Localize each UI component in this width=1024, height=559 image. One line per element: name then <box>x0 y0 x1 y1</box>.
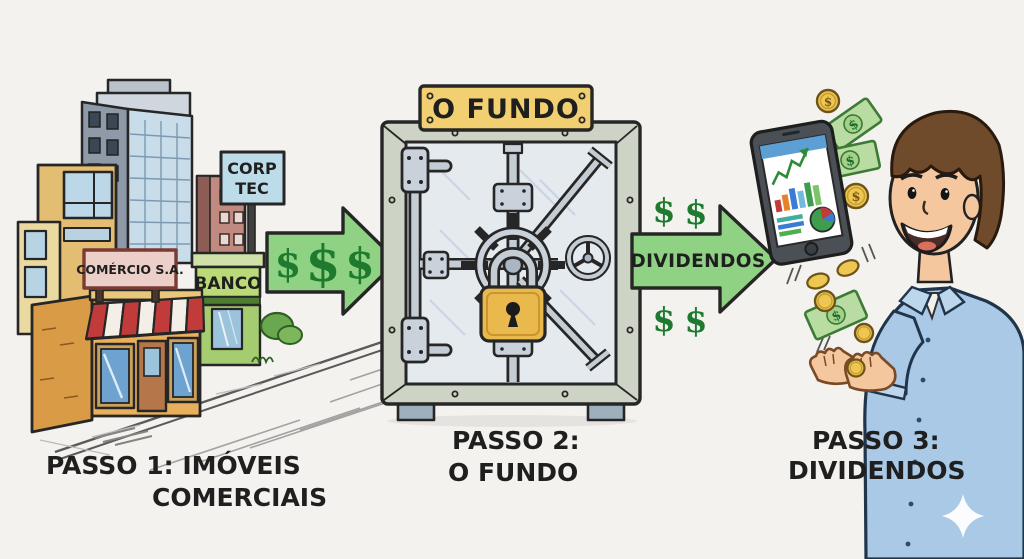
step-labels: PASSO 1: IMÓVEIS COMERCIAIS PASSO 2: O F… <box>46 426 965 512</box>
eye <box>940 188 950 200</box>
comercio-sign-label: COMÉRCIO S.A. <box>76 262 184 277</box>
money-rain: $ $ $ $ <box>749 88 883 353</box>
shirt-buttons <box>905 337 931 547</box>
coin-icon: $ <box>815 88 841 114</box>
tongue <box>918 241 936 251</box>
smartphone <box>749 119 854 266</box>
corp-tec-line2: TEC <box>235 179 269 198</box>
banco-building: BANCO <box>190 251 266 367</box>
ear <box>962 193 982 221</box>
sparkle-watermark <box>942 494 984 538</box>
arrow-dividends: DIVIDENDOS $ $ $ $ <box>630 191 778 340</box>
banknote: $ <box>823 97 883 151</box>
dollar-icon: $ <box>275 241 301 286</box>
arrow-money-in: $ $ $ <box>265 206 399 316</box>
awning <box>84 295 206 341</box>
eye <box>907 187 917 199</box>
collar <box>898 285 933 316</box>
investor <box>808 109 1024 559</box>
padlock-icon <box>479 247 547 343</box>
eyebrow <box>899 173 923 181</box>
banco-sign-label: BANCO <box>194 274 261 294</box>
phone-chart <box>771 147 836 237</box>
eyebrow <box>935 173 958 180</box>
head <box>888 109 1006 256</box>
step1-label-line1: PASSO 1: IMÓVEIS <box>46 450 301 480</box>
teeth <box>905 226 948 239</box>
coin-icon <box>846 358 866 378</box>
motion-lines <box>786 243 876 353</box>
corp-tec-sign: CORP TEC <box>219 150 286 271</box>
dollar-icon: $ <box>685 301 708 340</box>
dollar-icon: $ <box>306 234 341 293</box>
step2-label-line2: O FUNDO <box>448 458 578 487</box>
corp-tec-line1: CORP <box>227 159 277 178</box>
coin-icon <box>813 289 875 344</box>
step3-label-line1: PASSO 3: <box>812 426 940 455</box>
step3-label-line2: DIVIDENDOS <box>788 456 965 485</box>
hair <box>890 109 1006 250</box>
comercio-sign: COMÉRCIO S.A. <box>76 248 184 303</box>
city-scene: CORP TEC BANCO <box>16 78 303 434</box>
pencil-scribbles <box>94 427 153 446</box>
step2-label-line1: PASSO 2: <box>452 426 580 455</box>
vault: O FUNDO <box>380 84 642 427</box>
vault-plaque-label: O FUNDO <box>432 94 580 125</box>
hinge <box>400 146 430 364</box>
dollar-icon: $ <box>345 239 374 288</box>
arrow-dividends-label: DIVIDENDOS <box>630 251 765 272</box>
svg-text:$: $ <box>851 190 860 205</box>
vault-plaque: O FUNDO <box>418 84 594 132</box>
svg-text:$: $ <box>844 153 856 170</box>
small-wheel <box>565 235 611 281</box>
dollar-icon: $ <box>653 191 676 230</box>
collar <box>936 285 966 316</box>
bush <box>251 311 303 365</box>
nose <box>922 200 929 216</box>
coin-icon: $ <box>842 182 870 210</box>
coin-icon <box>806 259 860 290</box>
step1-label-line2: COMERCIAIS <box>152 483 327 512</box>
shop-building <box>30 288 206 434</box>
svg-text:$: $ <box>824 95 832 109</box>
dollar-icon: $ <box>685 193 708 232</box>
dollar-icon: $ <box>653 300 676 339</box>
